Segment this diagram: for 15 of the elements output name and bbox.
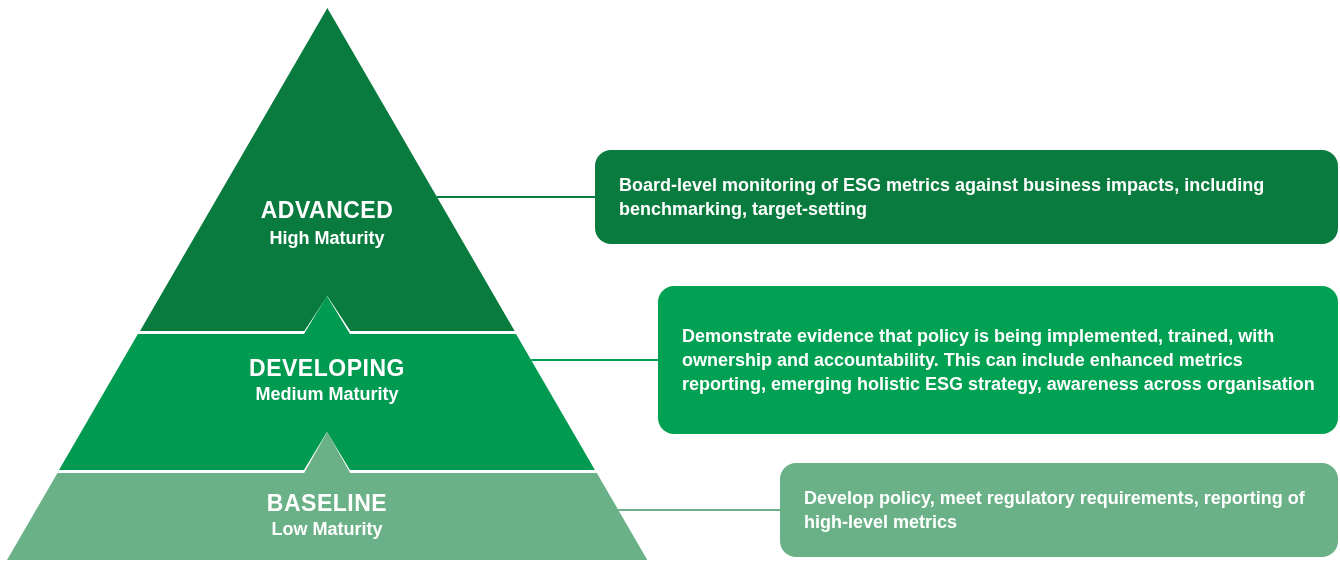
connector-line bbox=[530, 359, 659, 361]
tier-title: DEVELOPING bbox=[248, 355, 406, 382]
pyramid-tier bbox=[139, 8, 515, 331]
description-card: Demonstrate evidence that policy is being implemented, trained, with ownership and accountability. This can include enhanced metrics reporting, emerging holistic ESG strategy, awareness across organisation bbox=[658, 286, 1338, 434]
description-card: Board-level monitoring of ESG metrics against business impacts, including benchmarking, target-setting bbox=[595, 150, 1338, 244]
tier-subtitle: Medium Maturity bbox=[254, 384, 400, 405]
connector-line bbox=[617, 509, 781, 511]
pyramid-tier bbox=[6, 432, 648, 560]
description-card: Develop policy, meet regulatory requirements, reporting of high-level metrics bbox=[780, 463, 1338, 557]
tier-title: BASELINE bbox=[265, 490, 389, 517]
tier-subtitle: High Maturity bbox=[268, 228, 386, 249]
connector-line bbox=[435, 196, 596, 198]
tier-title: ADVANCED bbox=[259, 197, 395, 224]
tier-subtitle: Low Maturity bbox=[270, 519, 384, 540]
pyramid-tier bbox=[59, 296, 595, 470]
